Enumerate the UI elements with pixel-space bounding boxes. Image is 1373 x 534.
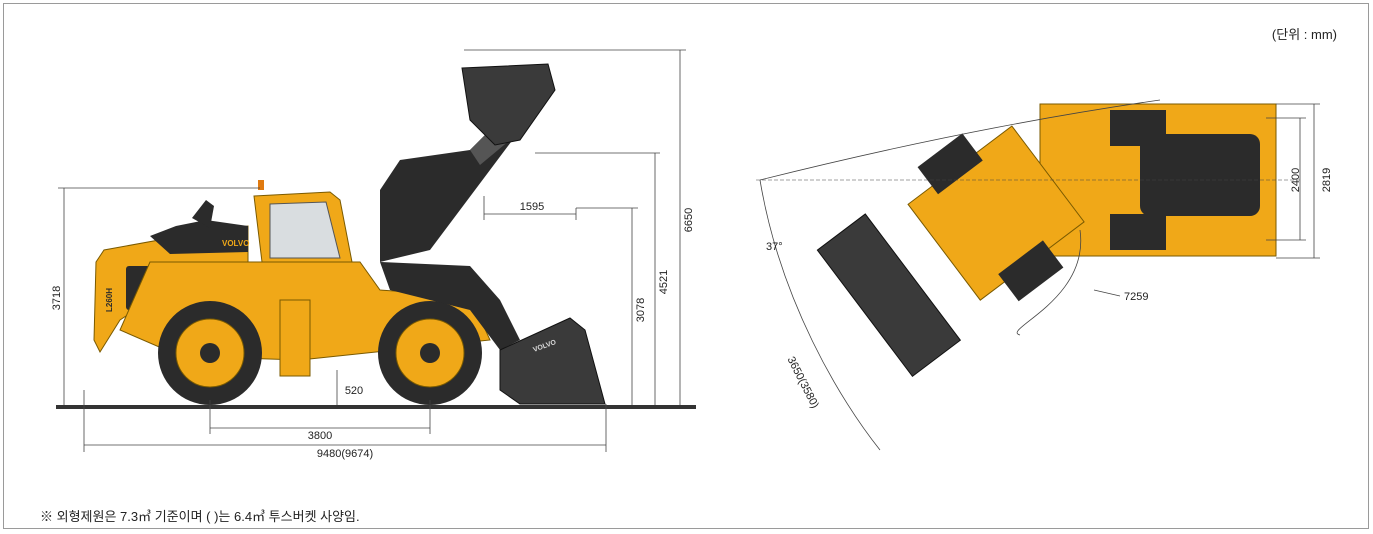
- top-right-tire-rear: [1110, 214, 1166, 250]
- turning-arc-bucket: [759, 179, 881, 451]
- hood-brand-logo: VOLVO: [222, 239, 249, 248]
- dim-turning-radius: 7259: [1124, 291, 1148, 303]
- dim-bucket-width: 3650(3580): [785, 355, 821, 411]
- dim-overall-width: 2819: [1321, 168, 1333, 192]
- lift-arm-lowered: [380, 262, 520, 350]
- dim-max-lift-height: 6650: [683, 208, 695, 232]
- side-view: 3718 6650 4521 3078 1595 520 3800 9480(9…: [51, 49, 696, 460]
- beacon-light: [258, 180, 264, 190]
- rear-wheel: [158, 301, 262, 405]
- dim-dump-reach: 1595: [520, 201, 544, 213]
- turning-arc-outer: [759, 99, 1161, 181]
- footnote: ※ 외형제원은 7.3㎥ 기준이며 ( )는 6.4㎥ 투스버켓 사양임.: [40, 509, 360, 524]
- engine-top: [150, 220, 248, 254]
- bucket-lowered: [499, 317, 606, 405]
- dim-hinge-pin-height: 4521: [658, 270, 670, 294]
- turning-arc-inner: [1016, 229, 1082, 336]
- dim-articulation-angle: 37°: [766, 241, 783, 253]
- model-badge: L260H: [105, 288, 114, 312]
- top-left-tire-rear: [1110, 110, 1166, 146]
- dim-overall-height: 3718: [51, 286, 63, 310]
- dim-overall-length: 9480(9674): [317, 448, 373, 460]
- bucket-raised: [461, 63, 556, 146]
- steps: [279, 299, 311, 377]
- top-bucket: [816, 213, 962, 377]
- dim-ground-clearance: 520: [345, 385, 363, 397]
- top-front-tire-right: [998, 240, 1064, 302]
- ground-line: [56, 405, 696, 409]
- cab-window: [269, 201, 341, 259]
- top-front-tire-left: [917, 133, 983, 195]
- dim-wheelbase: 3800: [308, 430, 332, 442]
- top-view: 37° 7259 3650(3580) 2400 2819: [756, 99, 1333, 451]
- top-cab-roof: [1140, 134, 1260, 216]
- dim-tread-width: 2400: [1290, 168, 1302, 192]
- exhaust-stack: [192, 200, 214, 228]
- dim-dump-clearance: 3078: [635, 298, 647, 322]
- front-wheel: [378, 301, 482, 405]
- unit-note: (단위 : mm): [1271, 27, 1337, 42]
- radius-leader: [1093, 289, 1121, 297]
